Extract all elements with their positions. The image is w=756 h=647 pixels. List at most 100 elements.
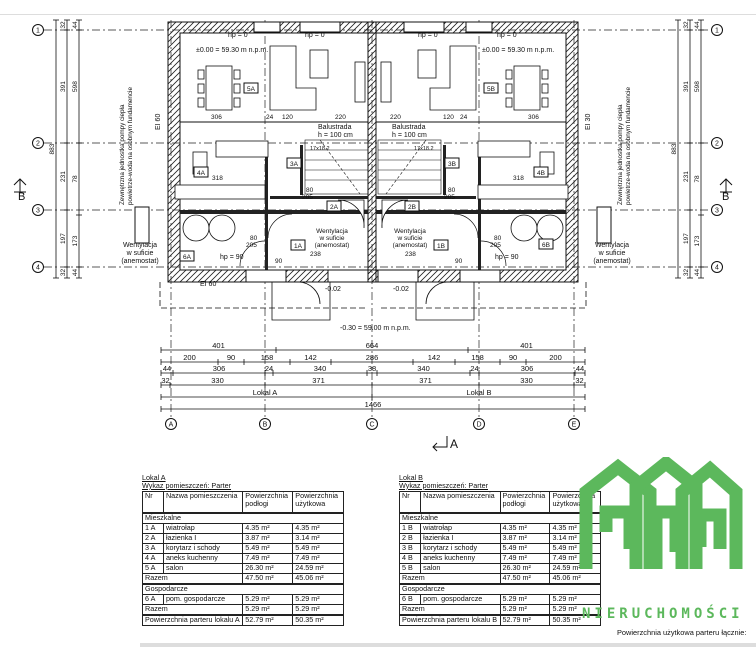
heat-pump-unit bbox=[596, 206, 612, 244]
dimension-value: 90 bbox=[227, 353, 235, 362]
grid-row-marker bbox=[32, 24, 44, 36]
room-label-4A: 4A bbox=[197, 170, 206, 177]
table-cell: korytarz i schody bbox=[162, 542, 244, 554]
table-cell: 3.14 m² bbox=[292, 532, 344, 544]
grid-row-marker bbox=[711, 261, 723, 273]
grid-col-marker bbox=[259, 418, 271, 430]
section-mark-b-right: B bbox=[722, 191, 729, 203]
table-subtitle: Wykaz pomieszczeń: Parter bbox=[142, 480, 232, 490]
grid-col-marker bbox=[165, 418, 177, 430]
section-label: Mieszkalne bbox=[142, 511, 344, 524]
dimension-value: 883 bbox=[49, 143, 56, 154]
dimension-value: 200 bbox=[549, 353, 562, 362]
column-header: Nr bbox=[142, 490, 164, 514]
table-cell: 7.49 m² bbox=[499, 552, 551, 564]
grid-row-label: 1 bbox=[36, 28, 40, 35]
grid-row-label: 1 bbox=[715, 28, 719, 35]
table-cell: salon bbox=[420, 562, 501, 574]
sofa-left bbox=[269, 45, 317, 111]
door-width-label: 80 bbox=[306, 187, 314, 194]
table-cell: 5.49 m² bbox=[499, 542, 551, 554]
hp-label: hp = 0 bbox=[228, 32, 248, 39]
sofa-right bbox=[429, 45, 477, 111]
table-cell: wiatrołap bbox=[420, 522, 501, 534]
dimension-value: 24 bbox=[470, 364, 478, 373]
table-cell: 3.87 m² bbox=[499, 532, 551, 544]
section-mark-a: A bbox=[450, 437, 458, 451]
room-label-3B: 3B bbox=[448, 161, 456, 168]
porches bbox=[159, 281, 587, 321]
table-cell: 4 A bbox=[142, 552, 164, 564]
room-tag bbox=[538, 238, 554, 250]
column-header: Powierzchnia użytkowa bbox=[292, 490, 344, 514]
dimension-value: 200 bbox=[183, 353, 196, 362]
hp-label: hp = 0 bbox=[497, 32, 517, 39]
dimension-value: 286 bbox=[366, 353, 379, 362]
table-cell: 5.29 m² bbox=[242, 603, 294, 616]
table-cell: 5.29 m² bbox=[499, 603, 551, 616]
room-tag bbox=[193, 166, 209, 178]
room-label-2B: 2B bbox=[408, 204, 416, 211]
vent-label-bath-right: w suficie bbox=[397, 235, 423, 242]
dimension-value: 44 bbox=[72, 269, 79, 277]
table-cell: 5.49 m² bbox=[242, 542, 294, 554]
dimension-value: 231 bbox=[60, 171, 67, 182]
table-cell: 2 B bbox=[398, 532, 422, 544]
grid-row-label: 3 bbox=[36, 208, 40, 215]
dimension-value: 664 bbox=[366, 341, 379, 350]
room-label-1A: 1A bbox=[294, 243, 303, 250]
inner-dimension: 90 bbox=[275, 258, 283, 265]
inner-dimension: 120 bbox=[443, 114, 454, 121]
subtotal-label: Razem bbox=[399, 572, 501, 585]
table-cell: 24.59 m² bbox=[292, 562, 344, 574]
fire-rating-left: EI 60 bbox=[200, 281, 216, 288]
table-cell: pom. gospodarcze bbox=[420, 593, 501, 605]
table-cell: 47.50 m² bbox=[499, 572, 551, 585]
table-cell: 50.35 m² bbox=[549, 613, 601, 626]
dimension-value: 44 bbox=[694, 269, 701, 277]
table-cell: 6 B bbox=[398, 593, 422, 605]
grid-row-marker bbox=[32, 204, 44, 216]
table-cell: 7.49 m² bbox=[242, 552, 294, 564]
table-cell: pom. gospodarcze bbox=[162, 593, 244, 605]
dimension-value: 38 bbox=[368, 364, 376, 373]
room-label-1B: 1B bbox=[437, 243, 445, 250]
party-wall bbox=[367, 21, 377, 283]
heat-pump-label-left: powietrze-woda na osobnym fundamencie bbox=[127, 87, 134, 205]
grid-col-marker bbox=[473, 418, 485, 430]
table-cell: 3 B bbox=[398, 542, 422, 554]
grid-col-label: B bbox=[263, 422, 268, 429]
dining-table-right bbox=[513, 65, 541, 111]
table-cell: aneks kuchenny bbox=[162, 552, 244, 564]
stairs-label-right: 17x18.2 bbox=[414, 146, 434, 152]
inner-dimension: 318 bbox=[212, 175, 223, 182]
hp-label: hp = 90 bbox=[220, 254, 244, 261]
dimension-value: 173 bbox=[694, 235, 701, 246]
vent-label-left: w suficie bbox=[126, 250, 154, 257]
vent-label-bath-left: Wentylacja bbox=[316, 228, 348, 235]
room-tag bbox=[286, 157, 302, 169]
grid-col-label: E bbox=[572, 422, 577, 429]
door-height-label: 205 bbox=[444, 194, 455, 201]
total-label: Powierzchnia parteru lokalu B bbox=[399, 613, 501, 626]
watermark-logo-houses-icon bbox=[579, 457, 743, 569]
dimension-value: 197 bbox=[60, 233, 67, 244]
vent-label-right: Wentylacja bbox=[595, 242, 629, 249]
page-bottom-border bbox=[140, 643, 756, 647]
table-cell: 50.35 m² bbox=[292, 613, 344, 626]
dimension-value: 32 bbox=[161, 376, 169, 385]
inner-dimension: 306 bbox=[528, 114, 539, 121]
grid-row-label: 2 bbox=[715, 141, 719, 148]
table-cell: łazienka I bbox=[420, 532, 501, 544]
room-label-5A: 5A bbox=[247, 86, 256, 93]
door-width-label: 80 bbox=[250, 235, 258, 242]
table-cell: 1 A bbox=[142, 522, 164, 534]
room-tag bbox=[533, 166, 549, 178]
